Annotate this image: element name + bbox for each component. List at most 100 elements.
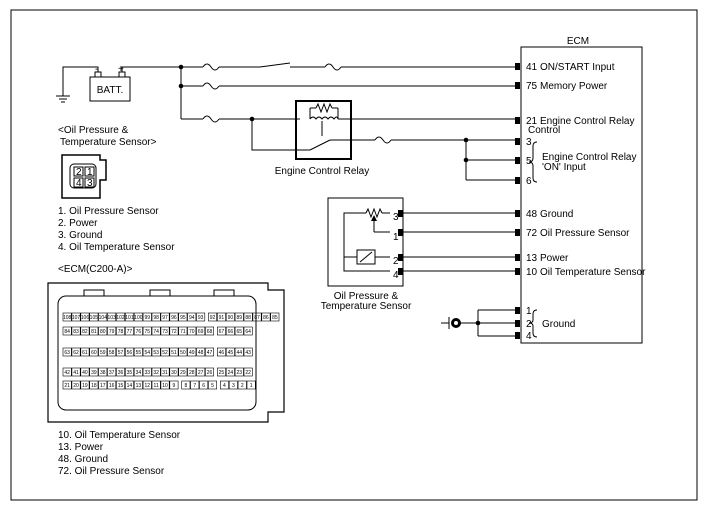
ecm-pin-cell <box>151 347 161 357</box>
ecm-pin-cell <box>151 367 161 377</box>
ecm-pin-cell <box>142 326 152 336</box>
ecm-pin-10-label: Oil Temperature Sensor <box>540 267 646 278</box>
ecm-pin-13-num: 13 <box>526 253 538 264</box>
ecm-pin-labels: 41 ON/START Input 75 Memory Power 21 Eng… <box>526 62 646 342</box>
ecm-pin-number: 40 <box>82 370 88 376</box>
ecm-pin-cell <box>116 347 126 357</box>
ecm-pin-cell <box>80 326 90 336</box>
ecm-pin-number: 84 <box>64 329 70 335</box>
ecm-pin-cell <box>125 326 134 336</box>
ecm-pin-cell <box>107 367 117 377</box>
ecm-pin-75-num: 75 <box>526 81 538 92</box>
ecm-pin-cell <box>133 347 143 357</box>
ecm-legend-4: 72. Oil Pressure Sensor <box>58 466 165 477</box>
ecm-pin-cell <box>243 312 253 322</box>
ecm-pin-cell <box>151 312 161 322</box>
ecm-pin-cell <box>205 347 214 357</box>
ecm-pin-cell <box>62 367 72 377</box>
ecm-terminals <box>515 63 520 339</box>
ecm-pin-cell <box>187 367 197 377</box>
ecm-pin-cell <box>107 326 117 336</box>
sensor-connector-title-2: Temperature Sensor> <box>60 137 157 148</box>
ecm-pin-72-num: 72 <box>526 228 538 239</box>
ecm-pin-cell <box>107 380 117 390</box>
ecm-pin-number: 2 <box>241 383 244 389</box>
ecm-pin-cell <box>160 312 170 322</box>
ecm-pin-number: 71 <box>180 329 186 335</box>
ecm-gnd-pin-4: 4 <box>526 331 532 342</box>
ecm-pin-cell <box>80 312 90 322</box>
ecm-pin-cell <box>237 380 247 390</box>
ecm-pin-number: 16 <box>109 383 115 389</box>
ecm-pin-number: 18 <box>91 383 97 389</box>
ecm-pin-cell <box>196 312 206 322</box>
ecm-pin-number: 88 <box>245 315 251 321</box>
ecm-pin-number: 23 <box>236 370 242 376</box>
ecm-connector-latch-1 <box>83 289 105 297</box>
ecm-pin-number: 10 <box>162 383 168 389</box>
ecm-pin-number: 60 <box>91 350 97 356</box>
ecm-pin-number: 22 <box>245 370 251 376</box>
ecm-pin-cell <box>205 367 214 377</box>
sensor-connector-pins: 2 1 4 3 <box>73 166 95 189</box>
ecm-pin-number: 20 <box>73 383 79 389</box>
ecm-pin-cell <box>234 347 244 357</box>
ecm-pin-cell <box>178 367 188 377</box>
sensor-label-1: Oil Pressure & <box>334 291 399 302</box>
ecm-pin-number: 63 <box>64 350 70 356</box>
ecm-relay-input-label-2: 'ON' Input <box>542 162 586 173</box>
ecm-pin-number: 27 <box>198 370 204 376</box>
ecm-pin-number: 77 <box>127 329 133 335</box>
ecm-pin-48-label: Ground <box>540 209 573 220</box>
ecm-box <box>520 46 643 344</box>
ecm-pin-number: 105 <box>90 315 99 321</box>
battery-label: BATT. <box>97 85 123 96</box>
ecm-pin-number: 80 <box>100 329 106 335</box>
ecm-pin-cell <box>98 312 108 322</box>
ecm-pin-cell <box>107 312 117 322</box>
ecm-pin-cell <box>71 367 81 377</box>
ecm-pin-41-num: 41 <box>526 62 538 73</box>
junction-dots <box>178 64 481 326</box>
ecm-title: ECM <box>567 36 589 47</box>
ecm-pin-number: 34 <box>136 370 142 376</box>
ecm-pin-number: 82 <box>82 329 88 335</box>
ecm-pin-number: 91 <box>219 315 225 321</box>
sensor-label-2: Temperature Sensor <box>321 301 412 312</box>
ecm-pin-cell <box>133 367 143 377</box>
ecm-pin-cell <box>160 380 170 390</box>
ecm-pin-number: 72 <box>171 329 177 335</box>
ecm-pin-number: 39 <box>91 370 97 376</box>
ecm-pin-number: 26 <box>207 370 213 376</box>
ecm-pin-cell <box>178 347 188 357</box>
ecm-pin-cell <box>243 367 253 377</box>
ecm-pin-number: 24 <box>228 370 234 376</box>
ecm-pin-48-num: 48 <box>526 209 538 220</box>
ecm-pin-number: 103 <box>107 315 116 321</box>
sensor-conn-pin-1: 1 <box>87 167 93 178</box>
ecm-pin-cell <box>225 367 235 377</box>
sensor-legend-2: 2. Power <box>58 218 98 229</box>
ecm-pin-cell <box>125 367 134 377</box>
ecm-pin-cell <box>133 312 143 322</box>
ecm-pin-cell <box>234 312 244 322</box>
ecm-pin-cell <box>225 347 235 357</box>
ecm-pin-number: 44 <box>236 350 242 356</box>
ecm-pin-cell <box>270 312 280 322</box>
sensor-conn-pin-3: 3 <box>87 178 93 189</box>
ecm-pin-cell <box>160 326 170 336</box>
ecm-pin-number: 107 <box>72 315 81 321</box>
ecm-pin-number: 15 <box>118 383 124 389</box>
sensor-conn-pin-2: 2 <box>76 167 82 178</box>
ecm-pin-number: 21 <box>64 383 70 389</box>
sensor-pin-1: 1 <box>393 232 399 243</box>
ecm-pin-cell <box>71 347 81 357</box>
ecm-pin-cell <box>169 367 179 377</box>
ecm-connector-latch-2 <box>149 289 171 297</box>
ecm-gnd-pin-1: 1 <box>526 306 532 317</box>
ecm-pin-number: 28 <box>189 370 195 376</box>
ecm-pin-number: 97 <box>162 315 168 321</box>
sensor-connector-body <box>61 154 107 199</box>
ecm-pin-number: 101 <box>125 315 134 321</box>
